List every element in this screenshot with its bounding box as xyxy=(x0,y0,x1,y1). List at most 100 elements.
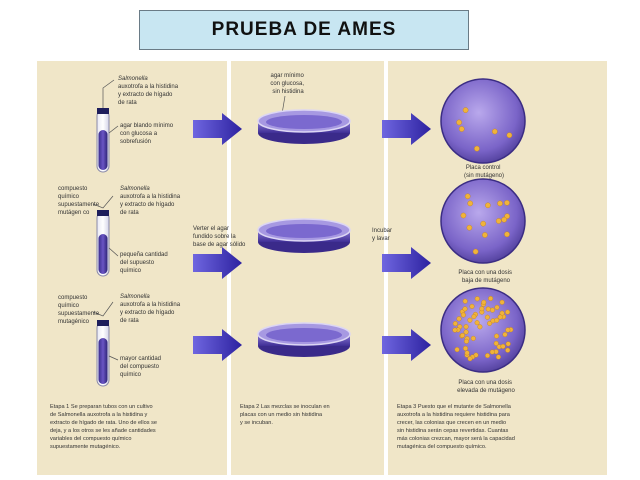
row3-petri-dish xyxy=(257,322,351,357)
row1-plate-top-label: agar mínimo con glucosa, sin histidina xyxy=(270,73,305,95)
arrow xyxy=(193,247,242,279)
row2-pour-label: Verter el agar fundido sobre la base de … xyxy=(193,226,246,248)
row1-medium-label: agar blando mínimo con glucosa a sobrefu… xyxy=(120,123,175,145)
tube-cap xyxy=(97,210,109,216)
bacterial-colony xyxy=(462,306,468,312)
bacterial-colony xyxy=(480,220,487,227)
row1-result-label: Placa control (sin mutágeno) xyxy=(464,165,504,179)
row3-result-label: Placa con una dosis elevada de mutágeno xyxy=(457,380,515,394)
bacterial-colony xyxy=(505,309,511,315)
row1-petri-dish xyxy=(257,109,351,144)
bacterial-colony xyxy=(495,354,501,360)
row1-result-plate xyxy=(440,78,526,164)
bacterial-colony xyxy=(460,312,466,318)
row2-compound-label: compuesto químico supuestamente mutágen … xyxy=(58,186,101,216)
bacterial-colony xyxy=(502,332,508,338)
tube-cap xyxy=(97,108,109,114)
bacterial-colony xyxy=(481,299,487,305)
bacterial-colony xyxy=(471,314,477,320)
bacterial-colony xyxy=(467,317,473,323)
tube-liquid xyxy=(98,234,108,274)
bacterial-colony xyxy=(464,338,470,344)
bacterial-colony xyxy=(452,321,458,327)
leader-line xyxy=(92,301,114,317)
leader-line xyxy=(108,355,119,361)
bacterial-colony xyxy=(494,317,500,323)
row2-amount-label: pequeña cantidad del supuesto químico xyxy=(120,252,169,274)
bacterial-colony xyxy=(484,314,490,320)
bacterial-colony xyxy=(464,350,470,356)
bacterial-colony xyxy=(505,341,511,347)
bacterial-colony xyxy=(491,128,498,135)
bacterial-colony xyxy=(482,232,488,238)
bacterial-colony xyxy=(504,199,510,206)
bacterial-colony xyxy=(505,347,511,353)
row3-tube-label: Salmonella auxotrofa a la histidina y ex… xyxy=(120,294,182,324)
row2-incubate-label: Incubar y lavar xyxy=(372,228,394,242)
bacterial-colony xyxy=(474,320,480,326)
colony-group xyxy=(460,193,510,255)
bacterial-colony xyxy=(474,296,480,302)
leader-line xyxy=(108,125,119,134)
leader-line xyxy=(102,79,115,108)
bacterial-colony xyxy=(497,314,503,320)
bacterial-colony xyxy=(501,216,507,223)
bacterial-colony xyxy=(495,218,502,224)
bacterial-colony xyxy=(493,340,499,346)
bacterial-colony xyxy=(454,347,460,353)
bacterial-colony xyxy=(463,345,469,351)
bacterial-colony xyxy=(463,329,469,335)
row2-tube xyxy=(96,210,110,277)
bacterial-colony xyxy=(488,296,494,302)
stage2-caption: Etapa 2 Las mezclas se inoculan en placa… xyxy=(240,404,331,426)
tube-cap xyxy=(97,320,109,326)
bacterial-colony xyxy=(485,202,491,209)
leader-line xyxy=(108,247,119,257)
colony-group xyxy=(452,296,514,362)
page-title: PRUEBA DE AMES xyxy=(211,19,397,40)
row2-petri-dish xyxy=(257,218,351,253)
row3-compound-label: compuesto químico supuestamente mutagéni… xyxy=(58,295,101,325)
bacterial-colony xyxy=(467,356,473,362)
bacterial-colony xyxy=(469,303,475,309)
tube-liquid xyxy=(98,130,108,170)
arrow xyxy=(382,247,431,279)
bacterial-colony xyxy=(477,324,483,330)
bacterial-colony xyxy=(504,231,510,238)
bacterial-colony xyxy=(485,353,491,359)
bacterial-colony xyxy=(474,145,480,152)
bacterial-colony xyxy=(506,132,513,138)
bacterial-colony xyxy=(485,306,491,312)
bacterial-colony xyxy=(464,193,471,200)
stage1-caption: Etapa 1 Se preparan tubos con un cultivo… xyxy=(50,404,159,450)
row3-result-plate xyxy=(440,287,526,373)
row2-result-plate xyxy=(440,178,526,264)
bacterial-colony xyxy=(470,335,476,341)
row1-tube xyxy=(96,108,110,173)
bacterial-colony xyxy=(499,299,505,305)
bacterial-colony xyxy=(505,327,511,333)
arrow xyxy=(382,329,431,361)
tube-liquid xyxy=(98,338,108,384)
bacterial-colony xyxy=(456,316,462,322)
bacterial-colony xyxy=(466,224,473,231)
bacterial-colony xyxy=(452,327,458,333)
row2-tube-label: Salmonella auxotrofa a la histidina y ex… xyxy=(120,186,182,216)
bacterial-colony xyxy=(497,200,503,207)
bacterial-colony xyxy=(467,200,474,207)
bacterial-colony xyxy=(460,212,467,219)
title-box: PRUEBA DE AMES xyxy=(139,10,469,50)
bacterial-colony xyxy=(487,320,493,326)
bacterial-colony xyxy=(472,248,479,255)
row2-result-label: Placa con una dosis baja de mutágeno xyxy=(458,270,513,284)
bacterial-colony xyxy=(489,349,495,355)
bacterial-colony xyxy=(494,304,500,310)
bacterial-colony xyxy=(490,307,496,313)
bacterial-colony xyxy=(462,298,468,304)
bacterial-colony xyxy=(462,107,469,113)
colony-group xyxy=(456,107,513,152)
bacterial-colony xyxy=(479,306,485,312)
row3-tube xyxy=(96,320,110,387)
arrow xyxy=(193,113,242,145)
